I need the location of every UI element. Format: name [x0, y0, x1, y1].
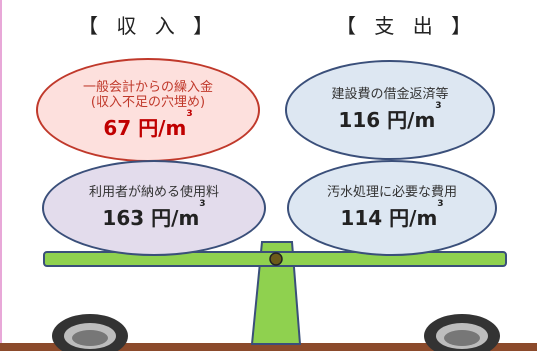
sewage-label: 汚水処理に必要な費用 [326, 185, 457, 200]
sewage-amount: 114 [340, 206, 383, 230]
fee-amount: 163 [102, 206, 145, 230]
income-heading: 【 収 入 】 [78, 14, 220, 38]
income-fee-ellipse: 利用者が納める使用料 163 円/m3 [42, 160, 266, 256]
fee-unit: 円/m [151, 206, 200, 230]
pivot-circle [269, 252, 283, 266]
debt-value: 116 円/m3 [338, 101, 442, 133]
debt-amount: 116 [338, 108, 381, 132]
expense-sewage-ellipse: 汚水処理に必要な費用 114 円/m3 [287, 160, 497, 256]
expense-debt-ellipse: 建設費の借金返済等 116 円/m3 [285, 60, 495, 160]
transfer-label-line1: 一般会計からの繰入金 [82, 79, 213, 95]
right-wheel-icon [424, 314, 500, 351]
transfer-amount: 67 [103, 115, 132, 140]
debt-unit: 円/m [387, 108, 436, 132]
transfer-unit-sup: 3 [186, 108, 193, 119]
debt-unit-sup: 3 [435, 101, 442, 111]
sewage-unit: 円/m [389, 206, 438, 230]
transfer-unit: 円/m [138, 115, 187, 140]
sewage-unit-sup: 3 [437, 199, 444, 209]
fulcrum [250, 241, 302, 345]
transfer-value: 67 円/m3 [103, 108, 193, 141]
sewage-value: 114 円/m3 [340, 199, 444, 231]
income-transfer-ellipse: 一般会計からの繰入金 (収入不足の穴埋め) 67 円/m3 [36, 58, 260, 162]
fee-unit-sup: 3 [199, 199, 206, 209]
left-edge-border [0, 0, 2, 351]
ground-bar [0, 343, 537, 351]
fee-label: 利用者が納める使用料 [88, 185, 219, 200]
fee-value: 163 円/m3 [102, 199, 206, 231]
left-wheel-icon [52, 314, 128, 351]
debt-label: 建設費の借金返済等 [331, 87, 449, 102]
transfer-label-line2: (収入不足の穴埋め) [90, 94, 206, 110]
expense-heading: 【 支 出 】 [336, 14, 478, 38]
